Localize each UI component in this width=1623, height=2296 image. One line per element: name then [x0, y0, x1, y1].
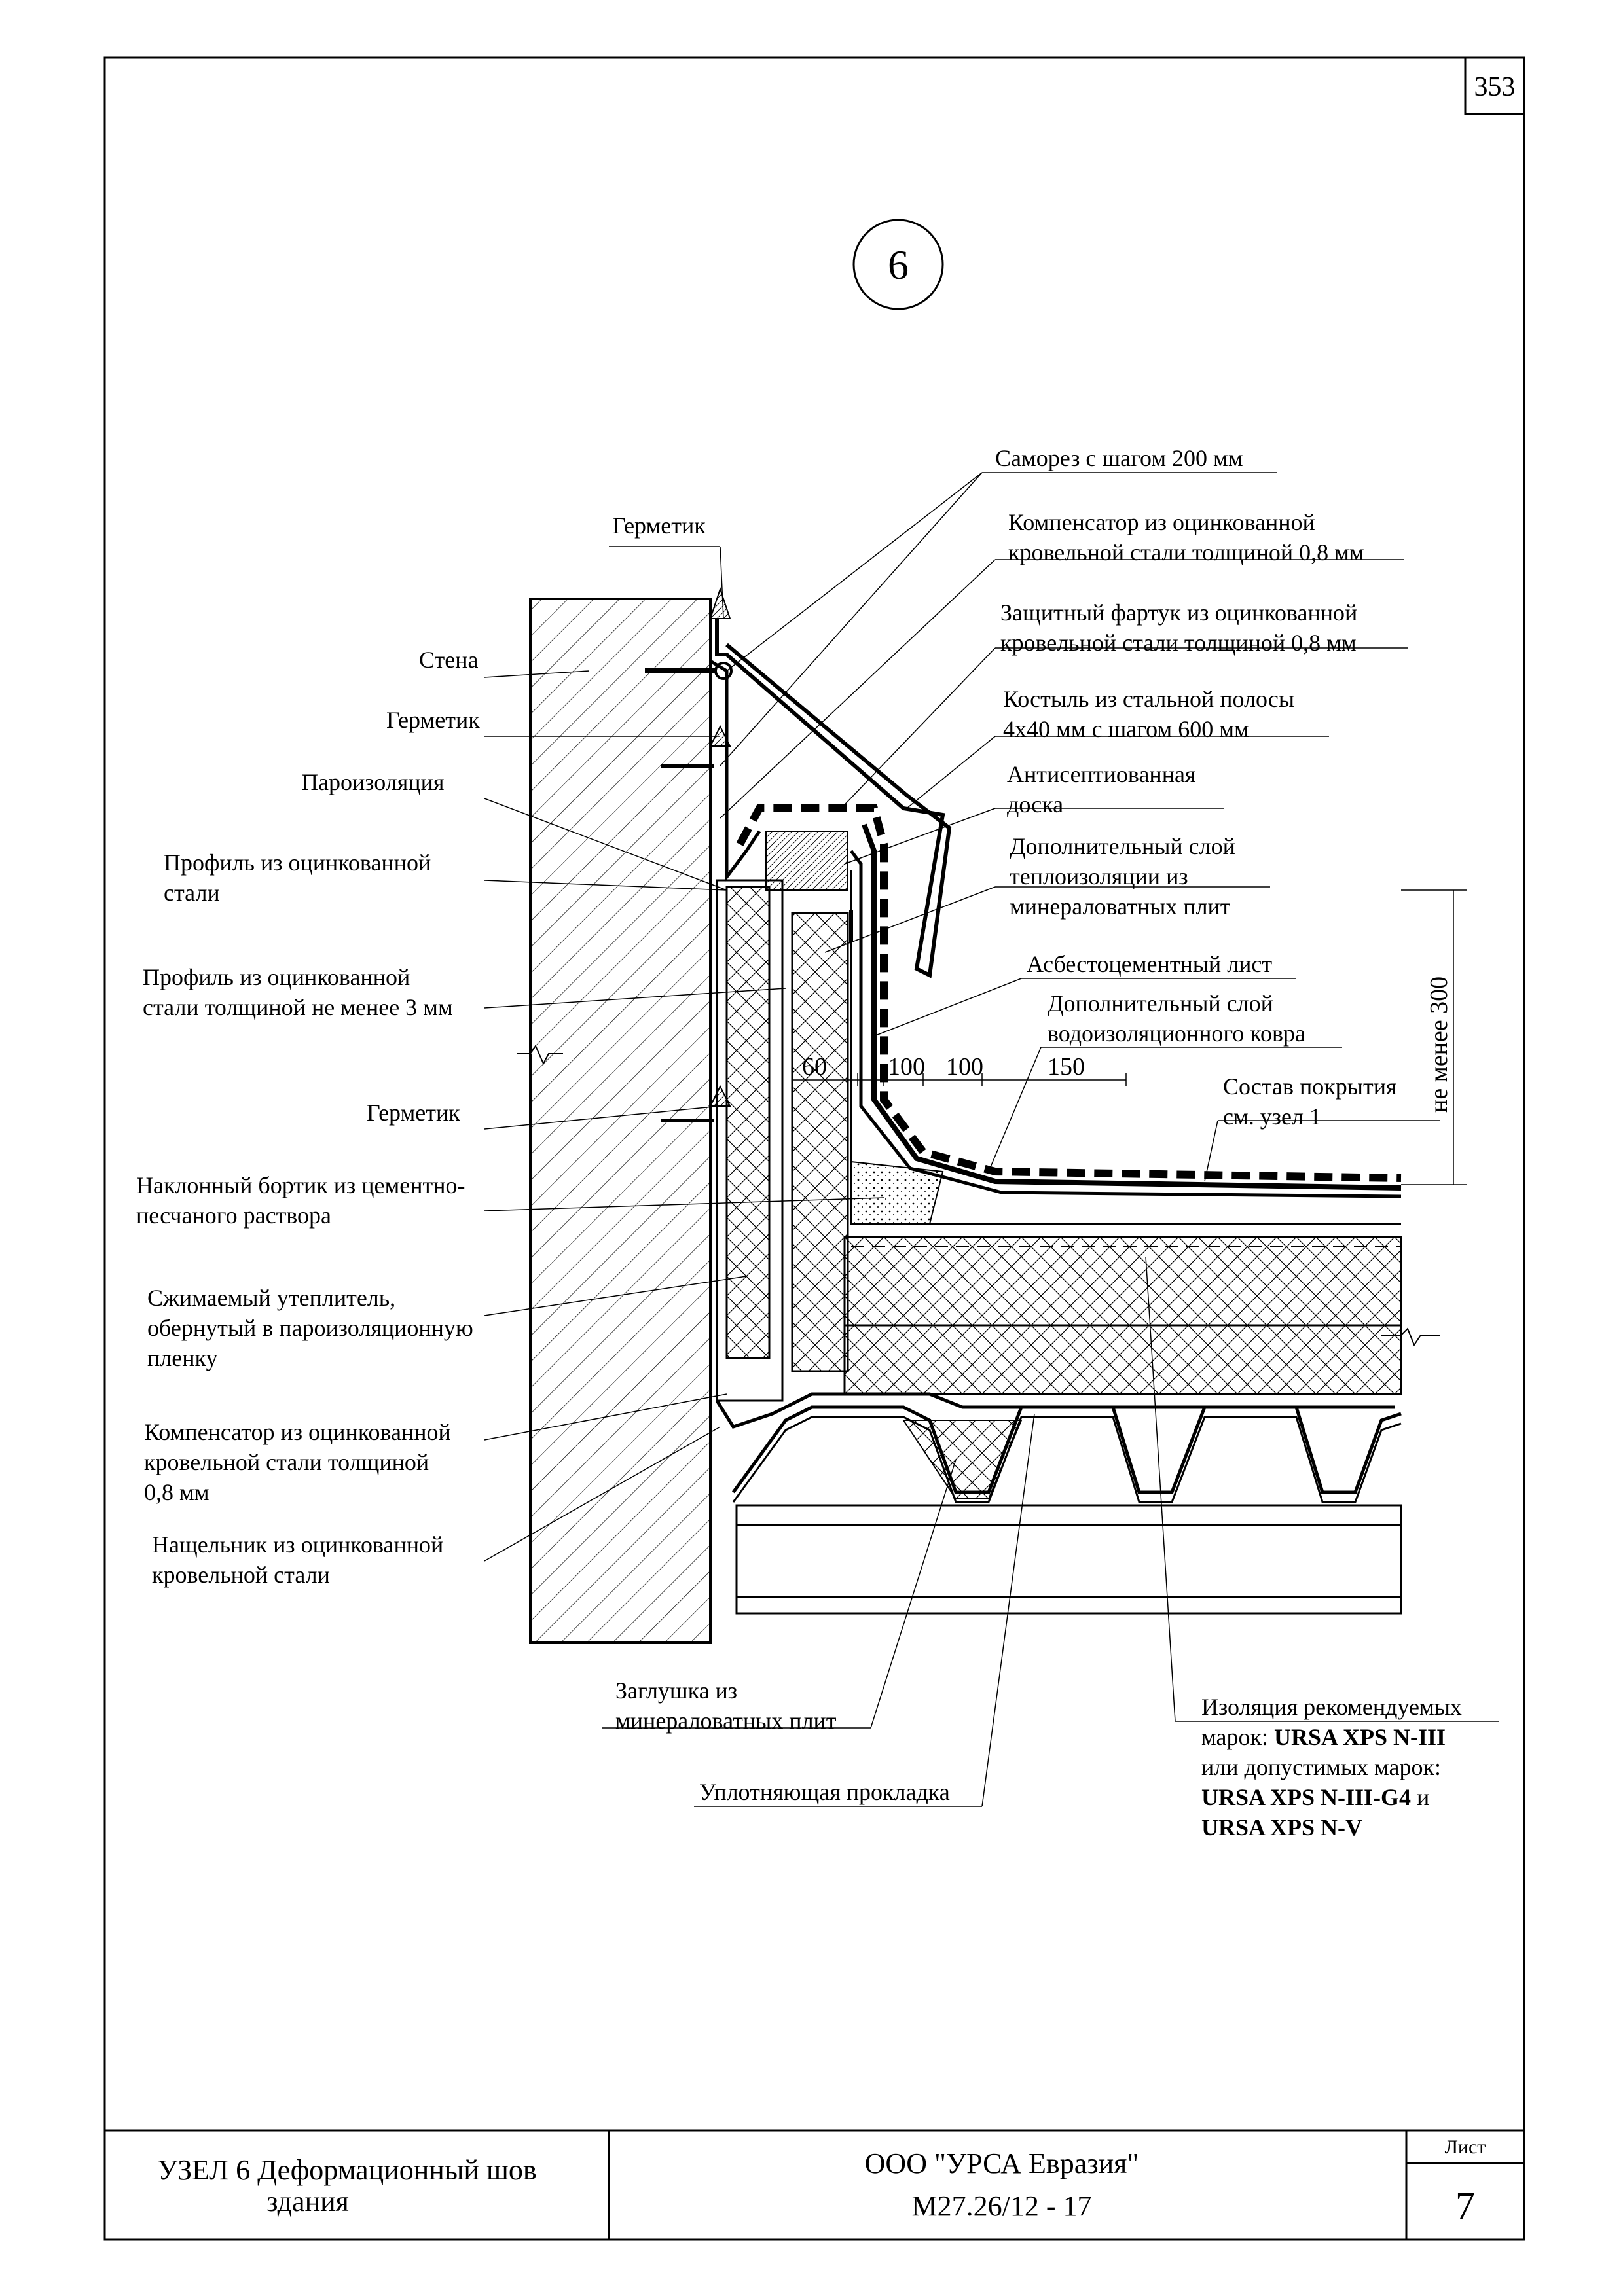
steel-beam: [735, 1504, 1402, 1615]
dimension-lines: [792, 889, 1467, 1185]
dim-60: 60: [802, 1053, 827, 1081]
sheet-number: 7: [1455, 2184, 1475, 2227]
title-line2: здания: [266, 2185, 349, 2217]
label-bortik-line1: Наклонный бортик из цементно-: [136, 1172, 465, 1198]
label-sostav-line2: см. узел 1: [1223, 1103, 1321, 1130]
title-line1: УЗЕЛ 6 Деформационный шов: [157, 2154, 536, 2186]
lower-compensator: [715, 1392, 1395, 1429]
label-izolyaciya-line5: URSA XPS N-V: [1201, 1814, 1362, 1840]
label-nashelnik: Нащельник из оцинкованной кровельной стал…: [152, 1532, 443, 1588]
label-szhimaemyi-line1: Сжимаемый утеплитель,: [147, 1285, 395, 1311]
label-kostyl: Костыль из стальной полосы 4х40 мм с шаго…: [1003, 686, 1294, 742]
label-sostav: Состав покрытия см. узел 1: [1223, 1073, 1397, 1130]
mineral-wool-plug: [902, 1420, 1023, 1499]
label-profil-1: Профиль из оцинкованной стали: [164, 850, 431, 906]
label-dop-sloi-vodo-line1: Дополнительный слой: [1048, 990, 1273, 1016]
top-compensator: [709, 659, 761, 882]
antiseptic-board: [765, 831, 848, 891]
label-germetik-top: Герметик: [612, 512, 706, 539]
label-bortik: Наклонный бортик из цементно-песчаного р…: [136, 1172, 465, 1229]
label-germetik-2: Герметик: [386, 707, 480, 733]
leader-lines: [484, 472, 1499, 1807]
compressible-insulation: [725, 886, 771, 1359]
label-kompensator-top-line2: кровельной стали толщиной 0,8 мм: [1008, 539, 1364, 565]
label-stena: Стена: [419, 647, 479, 673]
label-profil-2-line1: Профиль из оцинкованной: [143, 964, 410, 990]
fillet: [850, 1160, 944, 1225]
label-izolyaciya-line2b: URSA XPS N-III: [1274, 1724, 1446, 1750]
label-zaglushka-line2: минераловатных плит: [615, 1708, 837, 1734]
label-paroizolyaciya: Пароизоляция: [301, 769, 444, 795]
xps-insulation-top: [843, 1236, 1402, 1327]
label-doska: Антисептиованная доска: [1007, 761, 1196, 817]
label-kostyl-line2: 4х40 мм с шагом 600 мм: [1003, 716, 1249, 742]
sheet-label: Лист: [1445, 2136, 1486, 2158]
label-izolyaciya-line3: или допустимых марок:: [1201, 1754, 1441, 1780]
label-germetik-3: Герметик: [367, 1100, 460, 1126]
screws: [645, 662, 853, 1122]
dim-100a: 100: [888, 1053, 925, 1081]
label-kompensator-top: Компенсатор из оцинкованной кровельной ст…: [1008, 509, 1364, 565]
label-sostav-line1: Состав покрытия: [1223, 1073, 1397, 1100]
label-szhimaemyi-line2: обернутый в пароизоляционную: [147, 1315, 473, 1341]
dim-vertical: не менее 300: [1425, 977, 1453, 1113]
label-dop-sloi-teplo-line2: теплоизоляции из: [1010, 863, 1188, 889]
upstand-insulation: [791, 912, 849, 1372]
label-izolyaciya-line4b: и: [1411, 1784, 1429, 1810]
label-uplotnyayushaya: Уплотняющая прокладка: [699, 1779, 950, 1805]
label-nashelnik-line2: кровельной стали: [152, 1562, 330, 1588]
label-izolyaciya-line1: Изоляция рекомендуемых: [1201, 1694, 1462, 1720]
dim-100b: 100: [946, 1053, 983, 1081]
label-szhimaemyi: Сжимаемый утеплитель, обернутый в пароизо…: [147, 1285, 473, 1371]
label-dop-sloi-teplo: Дополнительный слой теплоизоляции из минер…: [1010, 833, 1235, 920]
sheet-frame: [103, 56, 1525, 2241]
label-profil-2-line2: стали толщиной не менее 3 мм: [143, 994, 453, 1020]
node-mark: 6: [888, 242, 909, 288]
label-doska-line1: Антисептиованная: [1007, 761, 1196, 787]
label-samorez: Саморез с шагом 200 мм: [995, 445, 1243, 471]
label-dop-sloi-teplo-line3: минераловатных плит: [1010, 893, 1231, 920]
label-kompensator-low: Компенсатор из оцинкованной кровельной ст…: [144, 1419, 451, 1505]
label-bortik-line2: песчаного раствора: [136, 1202, 331, 1229]
label-fartuk-line2: кровельной стали толщиной 0,8 мм: [1000, 630, 1357, 656]
profiled-deck: [731, 1405, 1402, 1494]
label-izolyaciya-line2a: марок:: [1201, 1724, 1274, 1750]
section-drawing: [517, 586, 1440, 1644]
protective-apron: [715, 619, 952, 978]
label-fartuk: Защитный фартук из оцинкованной кровельно…: [1000, 600, 1357, 656]
label-nashelnik-line1: Нащельник из оцинкованной: [152, 1532, 443, 1558]
label-dop-sloi-vodo: Дополнительный слой водоизоляционного ков…: [1048, 990, 1305, 1047]
label-izolyaciya-line4a: URSA XPS N-III-G4: [1201, 1784, 1411, 1810]
label-szhimaemyi-line3: пленку: [147, 1345, 217, 1371]
label-asbest: Асбестоцементный лист: [1027, 951, 1272, 977]
label-profil-1-line1: Профиль из оцинкованной: [164, 850, 431, 876]
label-kostyl-line1: Костыль из стальной полосы: [1003, 686, 1294, 712]
label-dop-sloi-vodo-line2: водоизоляционного ковра: [1048, 1020, 1305, 1047]
org-line2: М27.26/12 - 17: [912, 2190, 1092, 2222]
label-zaglushka: Заглушка из минераловатных плит: [615, 1677, 837, 1734]
membrane-layers: [736, 804, 1402, 1225]
label-zaglushka-line1: Заглушка из: [615, 1677, 737, 1704]
org-line1: ООО "УРСА Евразия": [865, 2147, 1139, 2179]
node-mark-circle: [852, 219, 944, 310]
label-dop-sloi-teplo-line1: Дополнительный слой: [1010, 833, 1235, 859]
steel-profile: [716, 879, 784, 1402]
dim-150: 150: [1048, 1053, 1085, 1081]
label-profil-1-line2: стали: [164, 880, 220, 906]
title-block: [105, 2129, 1524, 2240]
label-doska-line2: доска: [1007, 791, 1063, 817]
label-profil-2: Профиль из оцинкованной стали толщиной не…: [143, 964, 453, 1020]
label-kompensator-top-line1: Компенсатор из оцинкованной: [1008, 509, 1315, 535]
label-fartuk-line1: Защитный фартук из оцинкованной: [1000, 600, 1357, 626]
page-number-box: [1464, 56, 1525, 115]
label-kompensator-low-line3: 0,8 мм: [144, 1479, 210, 1505]
xps-insulation-bottom: [843, 1324, 1402, 1395]
label-izolyaciya: Изоляция рекомендуемых марок: URSA XPS N…: [1201, 1694, 1468, 1840]
label-kompensator-low-line2: кровельной стали толщиной: [144, 1449, 429, 1475]
label-kompensator-low-line1: Компенсатор из оцинкованной: [144, 1419, 451, 1445]
page-number: 353: [1474, 72, 1516, 102]
